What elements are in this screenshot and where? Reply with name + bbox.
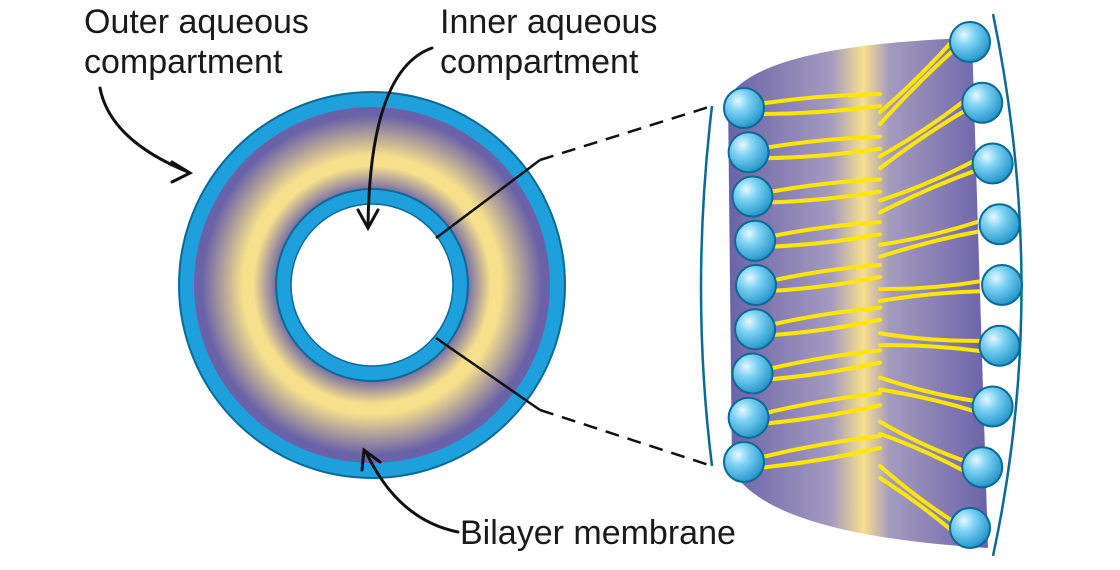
outer-label-line2: compartment [84, 43, 283, 81]
lipid-tail [768, 275, 882, 293]
lipid-tail [756, 92, 882, 106]
inner-leaflet-lipid-headgroup [723, 87, 765, 129]
outer-leaflet-lipid-headgroup [949, 507, 991, 549]
outer-compartment-arrow [98, 86, 190, 174]
lipid-tail [764, 189, 882, 205]
inner-leaflet-lipid-headgroup [735, 264, 777, 306]
inner-leaflet-lipid-headgroup [734, 219, 777, 262]
lipid-tail [878, 156, 981, 203]
outer-leaflet-lipid-headgroup [961, 446, 1004, 489]
lipid-tail [767, 305, 882, 328]
lipid-tail [878, 217, 988, 247]
inner-leaflet-lipid-headgroup [727, 396, 770, 439]
bilayer-membrane-arrow [364, 450, 460, 534]
lipid-tail [878, 476, 958, 536]
lipid-tail [756, 434, 882, 460]
lipid-tail [756, 446, 882, 470]
lipid-tail [764, 348, 882, 372]
inner-label-line1: Inner aqueous [440, 3, 658, 41]
zoom-line-top-dashed [539, 104, 713, 162]
lipid-tail [878, 167, 981, 215]
bilayer-membrane-arrowhead [360, 447, 382, 472]
inner-compartment-arrowhead [356, 208, 380, 232]
outer-leaflet-lipid-headgroup [981, 264, 1023, 306]
inner-compartment-arrow [366, 46, 434, 228]
lipid-tail [878, 46, 958, 126]
zoom-line-bottom-solid [435, 336, 541, 412]
zoom-line-top-solid [435, 159, 541, 239]
lipid-tail [878, 278, 988, 292]
inner-aqueous-compartment-label: Inner aqueous compartment [440, 2, 657, 82]
inner-leaflet-lipid-headgroup [723, 441, 765, 483]
outer-leaflet-lipid-headgroup [961, 81, 1004, 124]
lipid-tail [760, 134, 882, 151]
lipid-tail [764, 360, 882, 382]
lipid-tail [878, 387, 981, 415]
lipid-tail [878, 375, 981, 404]
lipid-tail [764, 177, 882, 195]
lipid-tail [760, 403, 882, 426]
lipid-tail [878, 343, 988, 354]
lipid-tail [768, 263, 882, 283]
lipid-tail [878, 289, 988, 303]
vesicle [178, 91, 566, 479]
zoom-line-bottom-dashed [539, 408, 713, 468]
outer-compartment-arrowhead [170, 160, 194, 184]
inner-label-line2: compartment [440, 43, 639, 81]
outer-leaflet-lipid-headgroup [971, 385, 1014, 428]
inner-leaflet-lipid-headgroup [727, 131, 770, 174]
lipid-tail [878, 106, 971, 171]
bilayer-membrane-label: Bilayer membrane [460, 514, 736, 552]
outer-leaflet-lipid-headgroup [949, 21, 991, 63]
lipid-tail [756, 104, 882, 116]
lipid-tail [878, 95, 971, 159]
lipid-tail [878, 38, 958, 114]
lipid-tail [760, 146, 882, 161]
outer-leaflet-lipid-headgroup [971, 142, 1014, 185]
lipid-heads [723, 21, 1023, 549]
outer-label-line1: Outer aqueous [84, 3, 309, 41]
bilayer-magnified [699, 13, 1023, 557]
lipid-tails [756, 38, 988, 536]
lipid-tail [878, 431, 971, 476]
outer-leaflet-lipid-headgroup [978, 324, 1021, 367]
outer-leaflet-lipid-headgroup [978, 203, 1021, 246]
inner-leaflet-lipid-headgroup [731, 175, 774, 218]
inner-leaflet-lipid-headgroup [731, 352, 774, 395]
lipid-tail [878, 464, 958, 525]
outer-aqueous-compartment-label: Outer aqueous compartment [84, 2, 309, 82]
lipid-tail [767, 317, 882, 338]
inner-aqueous-compartment [290, 203, 454, 367]
pointer-arrows [98, 46, 460, 534]
zoom-connectors [435, 104, 713, 468]
lipid-tail [878, 228, 988, 259]
inner-edge-line [699, 105, 714, 467]
lipid-tail [767, 220, 882, 239]
lipid-tail [760, 391, 882, 416]
lipid-tail [878, 331, 988, 343]
lipid-tail [767, 232, 882, 249]
lipid-tail [878, 419, 971, 465]
inner-leaflet-lipid-headgroup [734, 308, 777, 351]
